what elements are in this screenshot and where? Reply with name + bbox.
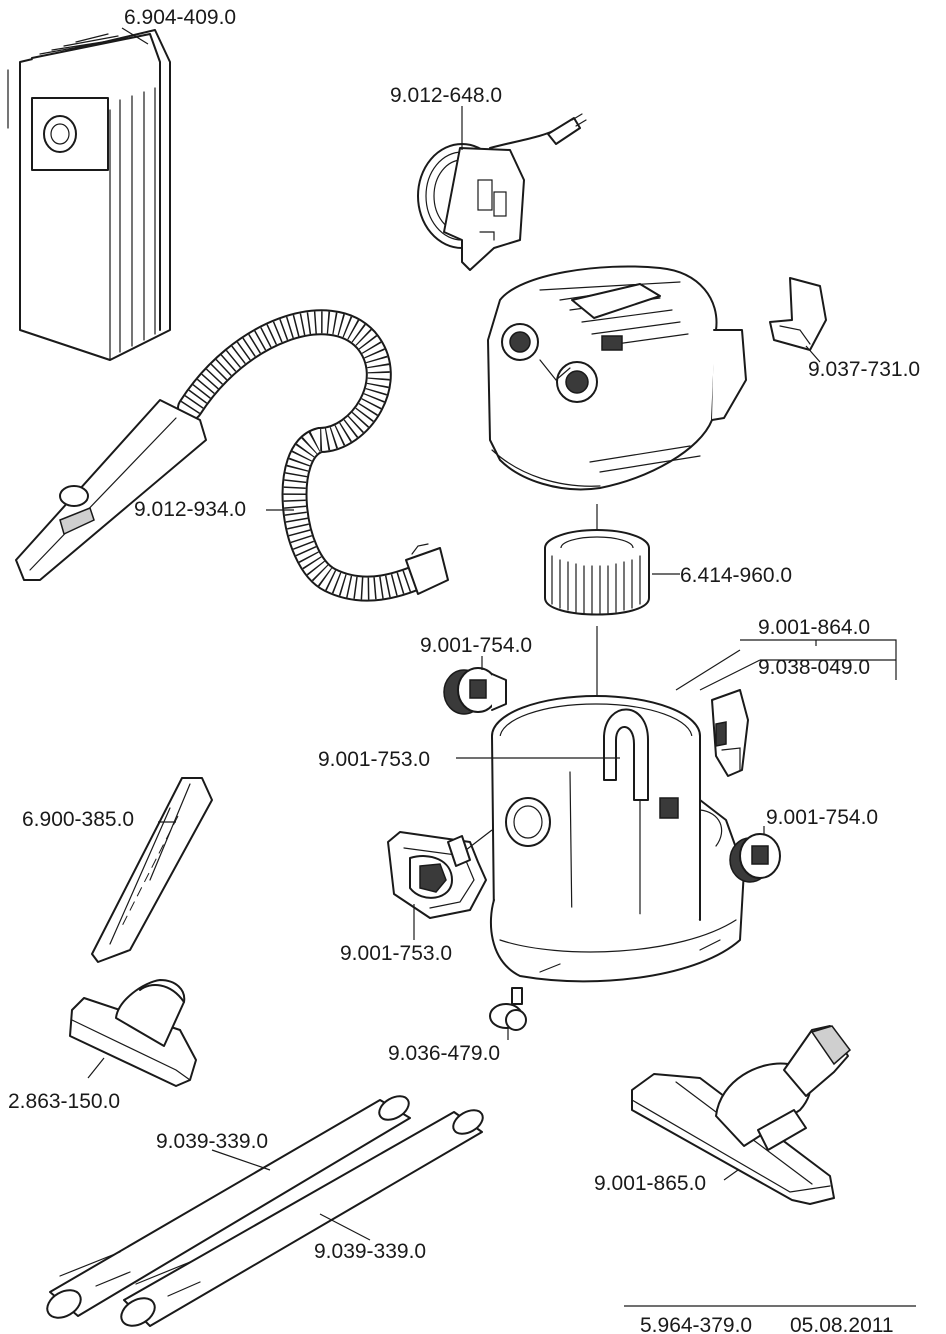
label-crevice-tool: 6.900-385.0 <box>22 808 134 831</box>
label-floor-nozzle: 9.001-865.0 <box>594 1172 706 1195</box>
footer-doc-number: 5.964-379.0 <box>640 1314 752 1334</box>
bumper-illustration <box>769 277 827 351</box>
motor-head-illustration <box>487 265 747 491</box>
side-handle-illustration <box>387 829 493 919</box>
label-knob-right: 9.001-754.0 <box>766 806 878 829</box>
label-handle-side: 9.001-753.0 <box>340 942 452 965</box>
filter-bags-illustration <box>7 29 171 361</box>
label-cartridge-filter: 6.414-960.0 <box>680 564 792 587</box>
label-castor: 9.036-479.0 <box>388 1042 500 1065</box>
floor-nozzle-illustration <box>631 1025 852 1205</box>
cartridge-filter-illustration <box>544 504 650 720</box>
castor-illustration <box>489 987 527 1031</box>
knob-right-illustration <box>729 833 781 883</box>
label-knob-left: 9.001-754.0 <box>420 634 532 657</box>
crevice-tool-illustration <box>91 777 213 963</box>
label-tube-1: 9.039-339.0 <box>156 1130 268 1153</box>
label-clip: 9.038-049.0 <box>758 656 870 679</box>
upholstery-nozzle-illustration <box>69 979 197 1087</box>
clip-illustration <box>711 689 749 777</box>
hose-illustration <box>15 309 449 602</box>
label-cord-reel: 9.012-648.0 <box>390 84 502 107</box>
label-handle-top: 9.001-753.0 <box>318 748 430 771</box>
suction-tube-1-illustration <box>46 1095 411 1319</box>
cord-reel-illustration <box>417 113 587 271</box>
suction-tube-2-illustration <box>120 1109 484 1327</box>
label-upholstery-nozzle: 2.863-150.0 <box>8 1090 120 1113</box>
container-set-bracket <box>740 639 897 680</box>
label-tube-2: 9.039-339.0 <box>314 1240 426 1263</box>
footer-date: 05.08.2011 <box>790 1314 894 1334</box>
label-filter-bags: 6.904-409.0 <box>124 6 236 29</box>
label-bumper: 9.037-731.0 <box>808 358 920 381</box>
container-illustration <box>489 695 745 983</box>
label-container-set: 9.001-864.0 <box>758 616 870 639</box>
label-hose: 9.012-934.0 <box>134 498 246 521</box>
knob-left-illustration <box>443 667 507 715</box>
